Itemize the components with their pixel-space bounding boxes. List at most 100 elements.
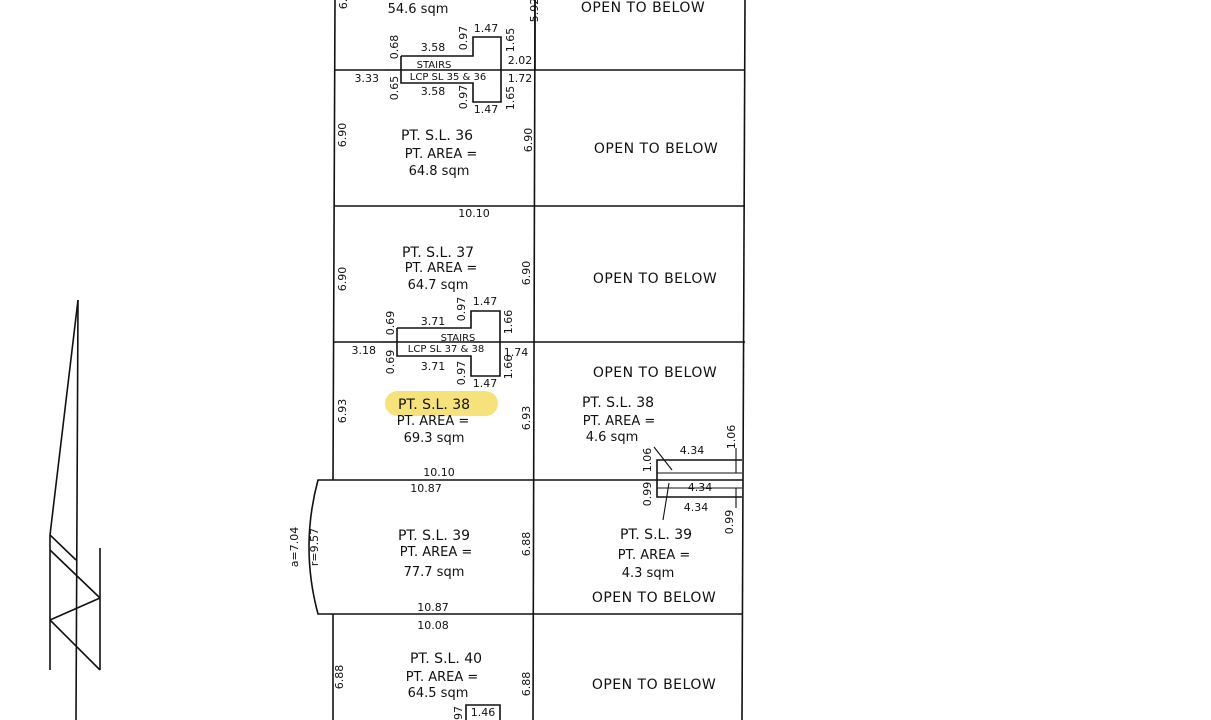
symbol-diag-1 (49, 549, 101, 599)
unit-40: 10.08 PT. S.L. 40 PT. AREA = 64.5 sqm 6.… (333, 619, 716, 720)
dim-stairs-a-0-68: 0.68 (388, 35, 401, 60)
stairs-a-outline (400, 36, 502, 103)
unit-39-area: 77.7 sqm (404, 565, 465, 580)
dim-4-34-a: 4.34 (680, 444, 705, 457)
unit-37-area: 64.7 sqm (408, 278, 469, 293)
dim-0-99-a: 0.99 (641, 482, 654, 507)
open-to-below-37: OPEN TO BELOW (593, 271, 717, 287)
left-symbol-linework (49, 299, 101, 720)
small-portion-39-outline (656, 480, 742, 498)
dim-stairs-a-3-33: 3.33 (355, 72, 380, 85)
dim-stairs-a-1-47-top: 1.47 (474, 22, 499, 35)
unit-37-area-label: PT. AREA = (405, 261, 478, 276)
unit-38-left-dim: 6.93 (336, 399, 349, 424)
unit-40-stair-dim: 1.46 (471, 706, 496, 719)
unit-35-right-dim: 5.92 (528, 0, 541, 22)
unit-36: PT. S.L. 36 PT. AREA = 64.8 sqm 6.90 6.9… (336, 123, 718, 220)
dim-4-34-c: 4.34 (684, 501, 709, 514)
unit-40-left-dim: 6.88 (333, 665, 346, 690)
unit-36-area-label: PT. AREA = (405, 147, 478, 162)
unit-40-stairs-start (465, 704, 501, 720)
unit-38-title: PT. S.L. 38 (398, 397, 470, 413)
unit-39b-area: 4.3 sqm (622, 566, 675, 581)
unit-38-right-dim: 6.93 (520, 406, 533, 431)
unit-39-curved-wall (308, 479, 333, 615)
unit-36-bottom-dim: 10.10 (458, 207, 490, 220)
dim-stairs-b-0-69-bottom: 0.69 (384, 350, 397, 375)
open-to-below-40: OPEN TO BELOW (592, 677, 716, 693)
unit-40-right-dim: 6.88 (520, 672, 533, 697)
wall-lines (308, 0, 746, 720)
stairs-b-outline (396, 310, 501, 377)
dim-stairs-b-1-47-bottom: 1.47 (473, 377, 498, 390)
dim-stairs-b-1-66-bottom: 1.66 (502, 355, 515, 380)
unit-35-left-dim: 6. (337, 0, 350, 9)
unit-38-title-highlight (385, 391, 498, 416)
unit-37: PT. S.L. 37 PT. AREA = 64.7 sqm 6.90 6.9… (336, 245, 717, 293)
stairs-a-label: STAIRS (417, 60, 452, 71)
unit-40-stair-dim-2: 97 (452, 706, 465, 720)
symbol-diag-3 (49, 597, 101, 621)
dim-stairs-b-1-47-top: 1.47 (473, 295, 498, 308)
dim-stairs-b-0-97-top: 0.97 (455, 297, 468, 322)
unit-38b-area: 4.6 sqm (586, 430, 639, 445)
unit-39-arc-a: a=7.04 (288, 527, 301, 567)
unit-39b-area-label: PT. AREA = (618, 548, 691, 563)
dim-0-99-b: 0.99 (723, 510, 736, 535)
unit-35-area: 54.6 sqm (388, 2, 449, 17)
unit-36-right-dim: 6.90 (522, 128, 535, 153)
unit-40-area-label: PT. AREA = (406, 670, 479, 685)
dim-stairs-a-3-58-bottom: 3.58 (421, 85, 446, 98)
open-to-below-36: OPEN TO BELOW (594, 141, 718, 157)
unit-40-area: 64.5 sqm (408, 686, 469, 701)
unit-37-right-dim: 6.90 (520, 261, 533, 286)
stairs-b-lcp: LCP SL 37 & 38 (408, 344, 484, 355)
small-portion-38-outline (656, 459, 742, 480)
open-to-below-38: OPEN TO BELOW (593, 365, 717, 381)
left-spike-vertical (75, 299, 79, 720)
unit-38b-title: PT. S.L. 38 (582, 395, 654, 411)
dim-stairs-a-1-72: 1.72 (508, 72, 533, 85)
unit-38-area: 69.3 sqm (404, 431, 465, 446)
dim-stairs-a-1-65-top: 1.65 (504, 28, 517, 53)
dim-stairs-a-0-97-bottom: 0.97 (457, 85, 470, 110)
middle-wall (532, 0, 536, 720)
stairs-a-lcp: LCP SL 35 & 36 (410, 72, 486, 83)
unit-38b-area-label: PT. AREA = (583, 414, 656, 429)
leader-arrow-38 (653, 446, 673, 471)
open-to-below-35: OPEN TO BELOW (581, 0, 705, 16)
dim-stairs-b-3-71-bottom: 3.71 (421, 360, 446, 373)
unit-38-area-label: PT. AREA = (397, 414, 470, 429)
stairs-sl37-38: STAIRS LCP SL 37 & 38 3.71 3.71 3.18 0.6… (352, 295, 529, 390)
outer-left-wall-upper (332, 0, 336, 481)
unit-35: 54.6 sqm 6. 5.92 OPEN TO BELOW (337, 0, 705, 22)
unit-39-title: PT. S.L. 39 (398, 528, 470, 544)
leader-arrow-39 (662, 482, 670, 521)
unit-39b-title: PT. S.L. 39 (620, 527, 692, 543)
unit-39-top-dim: 10.87 (410, 482, 442, 495)
stairs-b-label: STAIRS (441, 333, 476, 344)
dim-stairs-b-1-74: 1.74 (504, 346, 529, 359)
unit-39-right-dim: 6.88 (520, 532, 533, 557)
unit-36-title: PT. S.L. 36 (401, 128, 473, 144)
dim-stairs-b-3-18: 3.18 (352, 344, 377, 357)
dim-stairs-a-0-65: 0.65 (388, 76, 401, 101)
stairs-sl35-36: STAIRS LCP SL 35 & 36 3.58 3.58 3.33 0.6… (355, 22, 533, 116)
unit-40-title: PT. S.L. 40 (410, 651, 482, 667)
unit-39: 10.87 PT. S.L. 39 PT. AREA = 77.7 sqm 6.… (288, 482, 533, 614)
dim-stairs-b-3-71-top: 3.71 (421, 315, 446, 328)
dim-stairs-a-1-47-bottom: 1.47 (474, 103, 499, 116)
unit-37-title: PT. S.L. 37 (402, 245, 474, 261)
unit-39-area-label: PT. AREA = (400, 545, 473, 560)
unit-39-arc-r: r=9.57 (308, 528, 321, 566)
dim-stairs-a-3-58-top: 3.58 (421, 41, 446, 54)
dim-stairs-b-0-69-top: 0.69 (384, 311, 397, 336)
dim-stairs-a-0-97-top: 0.97 (457, 26, 470, 51)
unit-38: PT. S.L. 38 PT. AREA = 69.3 sqm 6.93 6.9… (336, 365, 717, 479)
left-spike (49, 299, 79, 561)
unit-38-39-small-portions: PT. S.L. 38 PT. AREA = 4.6 sqm 4.34 4.34… (582, 395, 742, 606)
open-to-below-39: OPEN TO BELOW (592, 590, 716, 606)
unit-36-left-dim: 6.90 (336, 123, 349, 148)
outer-right-wall (741, 0, 746, 720)
